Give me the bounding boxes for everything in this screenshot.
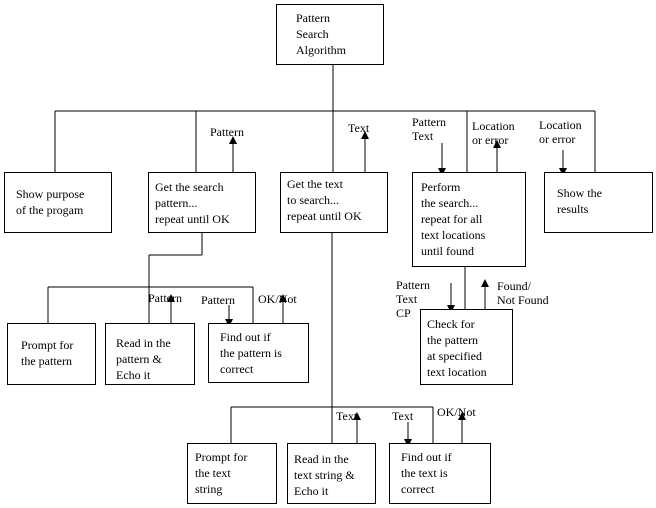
module-get-search-pattern: Get the search pattern... repeat until O… bbox=[148, 172, 256, 233]
module-pattern-search-algorithm: Pattern Search Algorithm bbox=[276, 4, 384, 65]
label-text-up: Text bbox=[348, 121, 370, 135]
label-read-text-out: Text bbox=[336, 409, 358, 423]
label-find-pattern-in: Pattern bbox=[201, 293, 235, 307]
module-check-pattern: Check for the pattern at specified text … bbox=[420, 309, 513, 385]
module-prompt-for-pattern: Prompt for the pattern bbox=[7, 323, 96, 385]
label-read-pattern-out: Pattern bbox=[148, 291, 182, 305]
module-read-pattern: Read in the pattern & Echo it bbox=[105, 323, 195, 385]
module-find-text-correct: Find out if the text is correct bbox=[389, 443, 491, 504]
module-find-pattern-correct: Find out if the pattern is correct bbox=[208, 323, 309, 383]
label-pattern-up: Pattern bbox=[210, 125, 244, 139]
module-prompt-for-text: Prompt for the text string bbox=[187, 443, 277, 504]
label-results-in: Location or error bbox=[539, 118, 582, 146]
module-read-text: Read in the text string & Echo it bbox=[287, 443, 376, 504]
module-get-text: Get the text to search... repeat until O… bbox=[280, 172, 388, 233]
label-check-out: Found/ Not Found bbox=[497, 279, 549, 307]
label-find-pattern-out: OK/Not bbox=[258, 292, 297, 306]
module-perform-search: Perform the search... repeat for all tex… bbox=[412, 172, 526, 267]
module-show-results: Show the results bbox=[544, 172, 653, 233]
label-perform-in: Pattern Text bbox=[412, 115, 446, 143]
label-find-text-out: OK/Not bbox=[437, 405, 476, 419]
module-show-purpose: Show purpose of the progam bbox=[4, 172, 112, 233]
label-perform-out: Location or error bbox=[472, 119, 515, 147]
label-find-text-in: Text bbox=[392, 409, 414, 423]
label-check-in: Pattern Text CP bbox=[396, 278, 430, 320]
